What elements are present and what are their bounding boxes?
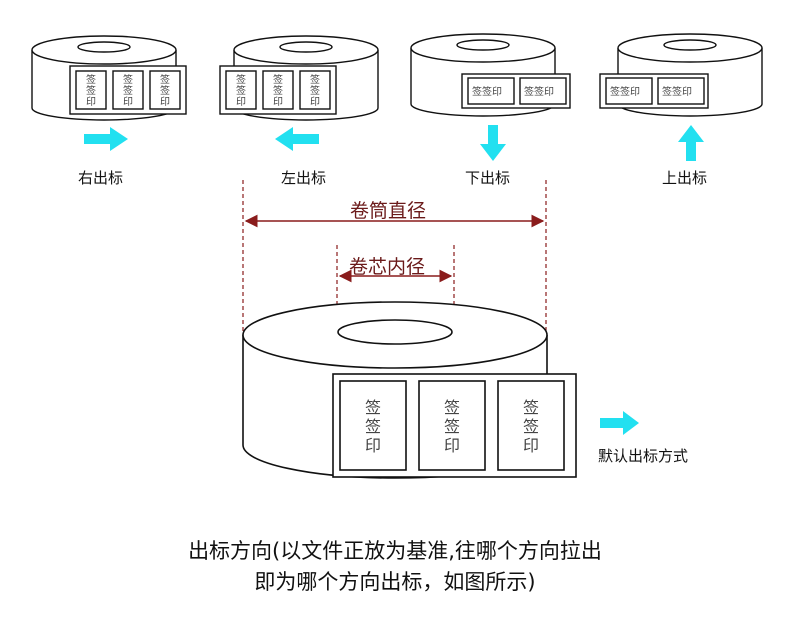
label-text: 签 bbox=[123, 84, 133, 97]
label-text: 签 bbox=[444, 417, 460, 436]
label-text: 印 bbox=[523, 436, 539, 455]
label-text: 签 bbox=[86, 73, 96, 86]
label-text: 签 bbox=[310, 84, 320, 97]
arrow-down-icon bbox=[480, 125, 506, 161]
roll-diameter-label: 卷筒直径 bbox=[350, 200, 427, 222]
label-text: 签 bbox=[160, 84, 170, 97]
roll-left-out bbox=[219, 35, 379, 121]
label-text: 印 bbox=[236, 96, 246, 108]
caption-line-2: 即为哪个方向出标，如图所示) bbox=[254, 570, 536, 594]
variant-label-down: 下出标 bbox=[465, 169, 511, 187]
label-text: 签 bbox=[236, 84, 246, 97]
variant-label-left: 左出标 bbox=[281, 169, 327, 187]
label-text: 印 bbox=[273, 96, 283, 108]
default-direction-label: 默认出标方式 bbox=[598, 447, 689, 465]
arrow-left-icon bbox=[275, 127, 319, 151]
label-text: 签签印 bbox=[610, 85, 640, 98]
label-text: 签 bbox=[310, 73, 320, 86]
roll-up-out bbox=[599, 33, 763, 117]
label-text: 签 bbox=[86, 84, 96, 97]
roll-default bbox=[242, 301, 577, 479]
label-text: 签 bbox=[523, 398, 539, 417]
dimension-lines bbox=[242, 180, 547, 335]
label-text: 签 bbox=[365, 398, 381, 417]
label-text: 签 bbox=[523, 417, 539, 436]
label-text: 签 bbox=[160, 73, 170, 86]
label-text: 印 bbox=[365, 436, 381, 455]
label-text: 印 bbox=[86, 96, 96, 108]
roll-down-out bbox=[410, 33, 571, 117]
label-text: 签 bbox=[273, 73, 283, 86]
roll-right-out bbox=[31, 35, 187, 121]
label-text: 签 bbox=[273, 84, 283, 97]
arrow-up-icon bbox=[678, 125, 704, 161]
variant-label-up: 上出标 bbox=[662, 169, 708, 187]
label-text: 签签印 bbox=[524, 85, 554, 98]
label-text: 签 bbox=[365, 417, 381, 436]
label-text: 印 bbox=[160, 96, 170, 108]
label-text: 印 bbox=[310, 96, 320, 108]
core-diameter-label: 卷芯内径 bbox=[349, 256, 426, 278]
label-text: 签 bbox=[444, 398, 460, 417]
caption-line-1: 出标方向(以文件正放为基准,往哪个方向拉出 bbox=[188, 539, 602, 563]
label-text: 印 bbox=[444, 436, 460, 455]
small-label-texts: 签签印签签印签签印签签印签签印签签印签签印签签印签签印签签印 bbox=[86, 73, 692, 108]
arrow-right-icon bbox=[84, 127, 128, 151]
label-text: 签 bbox=[123, 73, 133, 86]
variant-label-right: 右出标 bbox=[78, 169, 124, 187]
label-text: 签 bbox=[236, 73, 246, 86]
label-text: 签签印 bbox=[472, 85, 502, 98]
arrow-default-right-icon bbox=[600, 411, 639, 435]
label-text: 印 bbox=[123, 96, 133, 108]
label-text: 签签印 bbox=[662, 85, 692, 98]
